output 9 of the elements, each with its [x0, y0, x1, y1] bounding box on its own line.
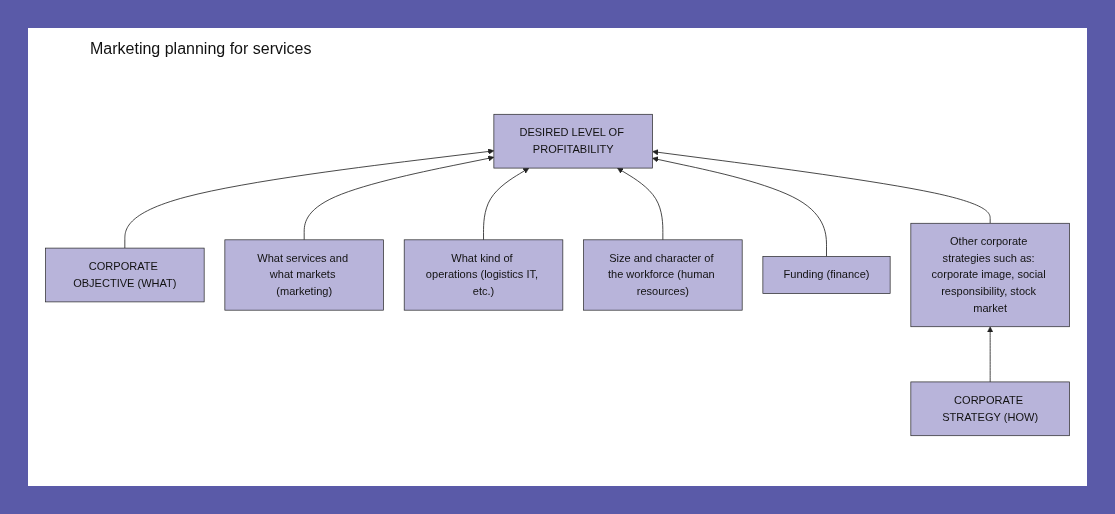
- node-box: Funding (finance): [762, 256, 891, 294]
- diagram-title: Marketing planning for services: [90, 40, 312, 58]
- node-box: Size and character of the workforce (human resources): [583, 239, 743, 311]
- node-box: CORPORATE OBJECTIVE (WHAT): [45, 247, 205, 303]
- node-box: What kind of operations (logistics IT, etc.): [403, 239, 564, 311]
- node-box: What services and what markets (marketing): [224, 239, 384, 311]
- node-box: DESIRED LEVEL OF PROFITABILITY: [493, 113, 653, 169]
- node-box: Other corporate strategies such as: corporate image, social responsibility, stock market: [910, 222, 1070, 328]
- node-box: CORPORATE STRATEGY (HOW): [910, 381, 1070, 437]
